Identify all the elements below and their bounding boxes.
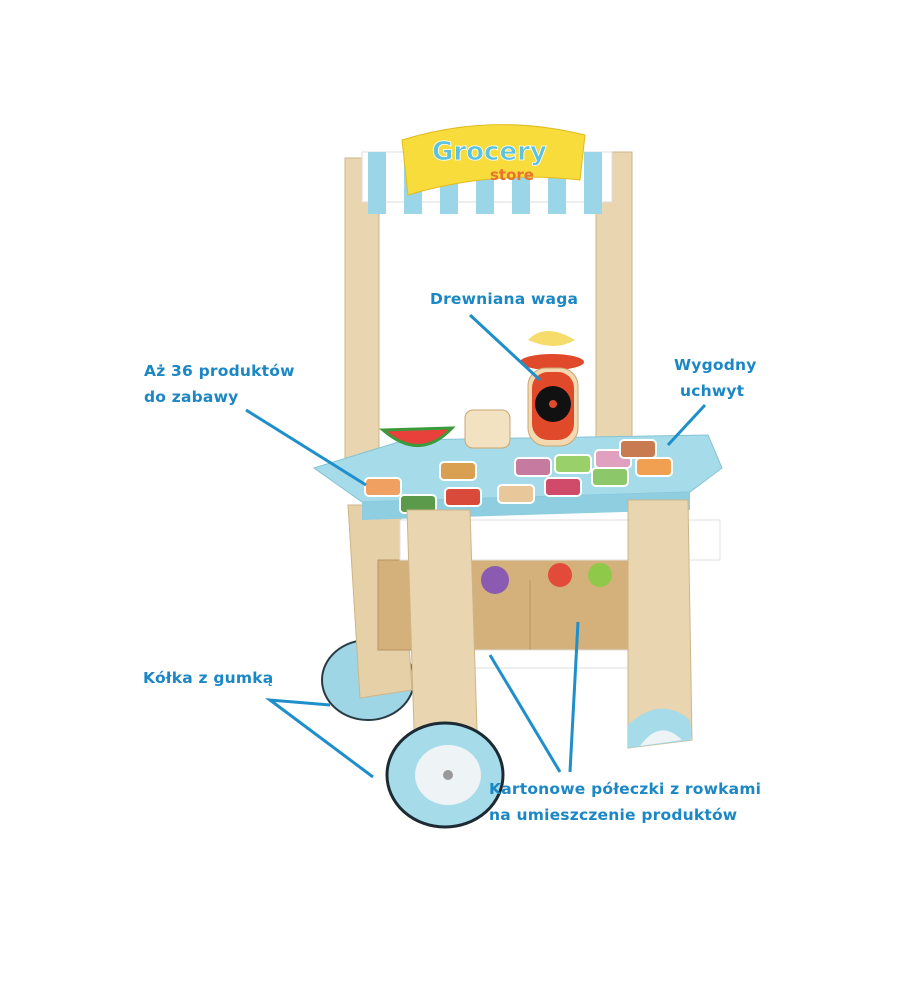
watermelon-toy [379,426,456,447]
product-tile [439,461,477,481]
product-tile [364,477,402,497]
callout-lines [245,313,707,779]
sign-subtitle: store [490,166,534,184]
scale-callout-line [468,313,542,382]
front-wheel [385,721,505,829]
product-tile [497,484,535,504]
product-tile [544,477,582,497]
wooden-scale [520,331,584,447]
products-callout-line1: Aż 36 produktów [144,362,295,380]
shelves-callout-line2: na umieszczenie produktów [489,806,738,824]
product-tile [635,457,673,477]
awning-stripe [368,152,386,214]
right-leg [627,499,693,749]
sign-title: Grocery [432,137,547,167]
wheels-callout-line [264,698,374,779]
awning-stripe [584,152,602,214]
shelves-callout-line-2 [568,621,580,773]
handle-callout-line2: uchwyt [680,382,745,400]
shelves-callout-line-1 [488,654,562,773]
product-tile [444,487,482,507]
handle-callout-line1: Wygodny [674,356,757,374]
products-callout-line [245,408,367,487]
wheels-callout: Kółka z gumką [143,669,274,687]
product-tile [554,454,592,474]
toy-products [364,439,673,514]
product-tile [619,439,657,459]
handle-callout-line [666,403,707,447]
sandwich-toy [464,409,511,449]
product-tile [591,467,629,487]
products-callout-line2: do zabawy [144,388,239,406]
scale-callout: Drewniana waga [430,290,579,308]
product-tile [514,457,552,477]
shelves-callout-line1: Kartonowe półeczki z rowkami [489,780,762,798]
grocery-store-sign: Grocery store [401,124,586,196]
